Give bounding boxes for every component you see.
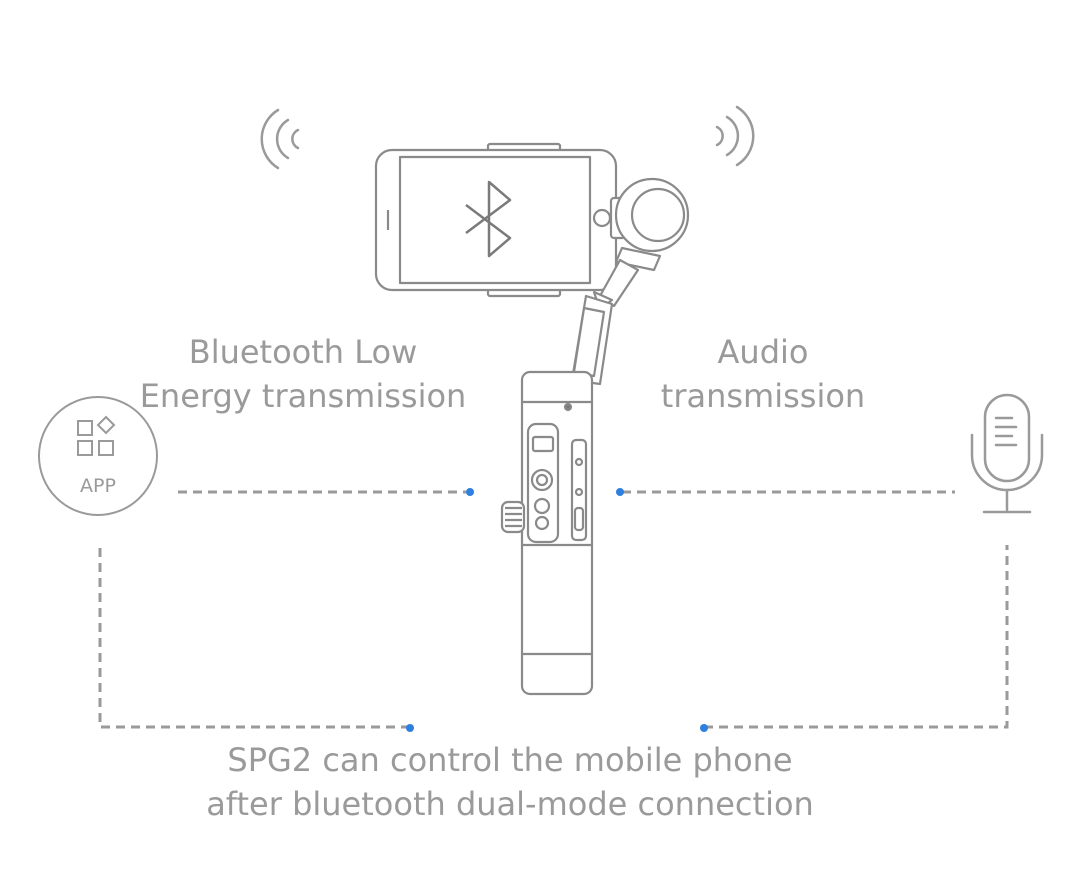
bottom-left-connection-dot <box>406 724 414 732</box>
app-icon <box>38 396 158 516</box>
audio-connection-dot <box>616 488 624 496</box>
app-bottom-connection-line <box>98 548 408 729</box>
audio-label-line2: transmission <box>660 377 866 415</box>
wireless-signal-right-icon <box>715 105 755 167</box>
mic-bottom-connection-line <box>704 545 1009 729</box>
bottom-label-line1: SPG2 can control the mobile phone <box>227 741 793 779</box>
audio-transmission-label: Audio transmission <box>640 330 886 418</box>
ble-label-line2: Energy transmission <box>139 377 467 415</box>
microphone-icon <box>970 393 1044 514</box>
bottom-right-connection-dot <box>700 724 708 732</box>
app-grid-icon <box>77 415 116 456</box>
gimbal-stabilizer <box>374 142 690 696</box>
bottom-label-line2: after bluetooth dual-mode connection <box>206 785 814 823</box>
app-icon-label: APP <box>80 475 116 497</box>
dual-mode-connection-label: SPG2 can control the mobile phone after … <box>180 738 840 826</box>
wireless-signal-left-icon <box>260 108 300 170</box>
ble-connection-dot <box>466 488 474 496</box>
audio-label-line1: Audio <box>717 333 809 371</box>
bluetooth-icon <box>465 180 512 258</box>
ble-transmission-label: Bluetooth Low Energy transmission <box>130 330 476 418</box>
ble-label-line1: Bluetooth Low <box>188 333 418 371</box>
